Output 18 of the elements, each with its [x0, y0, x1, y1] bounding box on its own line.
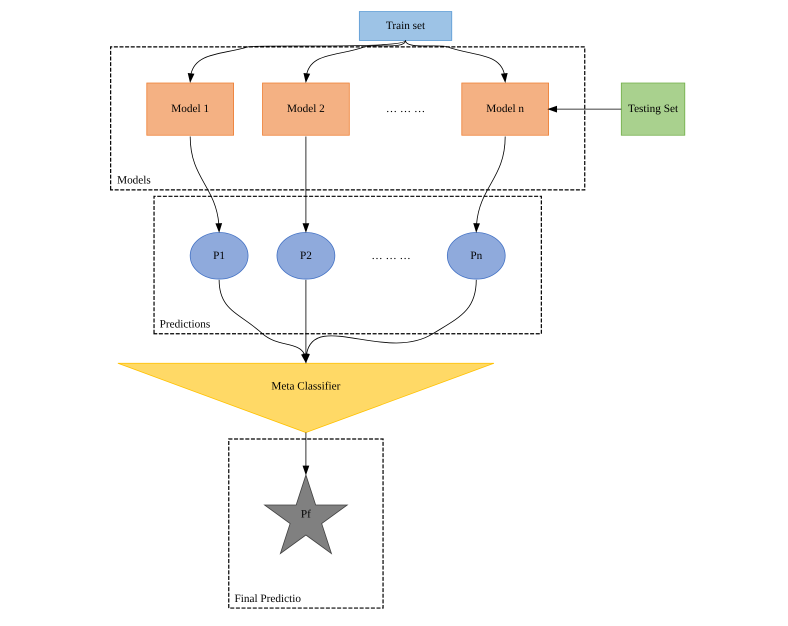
arrow — [302, 432, 309, 476]
node-box: Train set — [358, 11, 452, 41]
arrow — [187, 40, 406, 84]
label: … … … — [385, 103, 425, 116]
label: … … … — [370, 250, 410, 262]
arrow — [189, 136, 222, 233]
node-ellipse: Pn — [446, 232, 506, 280]
node-box: Model n — [460, 82, 548, 136]
arrow — [302, 40, 406, 84]
node-box: Model 1 — [146, 82, 234, 136]
node-ellipse: P1 — [189, 232, 248, 280]
arrow — [302, 136, 309, 233]
arrow — [404, 40, 508, 84]
node-box: Model 2 — [262, 82, 350, 136]
arrow — [546, 106, 622, 112]
arrow — [472, 136, 506, 233]
node-box: Testing Set — [620, 82, 685, 136]
node-ellipse: P2 — [276, 232, 335, 280]
